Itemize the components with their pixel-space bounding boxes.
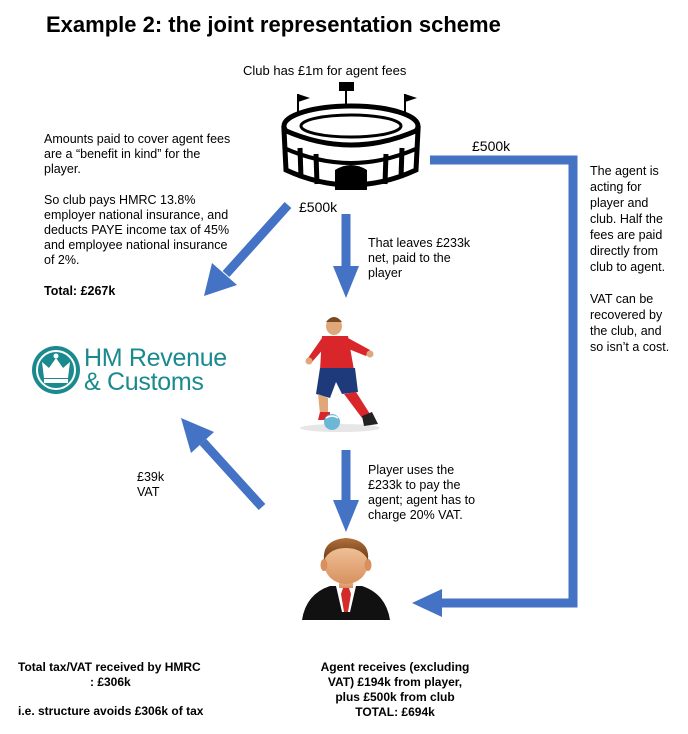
arrow-club-to-hmrc: [204, 201, 292, 296]
left-note-total: Total: £267k: [44, 284, 116, 298]
left-note-line: and employee national insurance: [44, 238, 228, 252]
player-pays-line: charge 20% VAT.: [368, 508, 463, 522]
footballer-icon: [300, 317, 380, 432]
label-500k-to-hmrc: £500k: [299, 199, 338, 215]
agent-summary-line: Agent receives (excluding: [320, 660, 470, 674]
player-pays-line: agent; agent has to: [368, 493, 476, 507]
right-note-line: directly from: [590, 244, 659, 258]
player-pays-line: £233k to pay the: [368, 478, 461, 492]
page-title: Example 2: the joint representation sche…: [46, 12, 501, 37]
right-note-line: so isn’t a cost.: [590, 340, 670, 354]
hmrc-summary-line: i.e. structure avoids £306k of tax: [18, 704, 204, 718]
hmrc-summary: Total tax/VAT received by HMRC : £306k i…: [18, 660, 203, 719]
left-note-line: Amounts paid to cover agent fees: [44, 132, 231, 146]
right-note-line: acting for: [590, 180, 642, 194]
left-note: Amounts paid to cover agent fees are a “…: [44, 132, 230, 299]
vat-line: VAT: [137, 485, 160, 499]
right-note-line: fees are paid: [590, 228, 663, 242]
hmrc-logo: HM Revenue & Customs: [84, 344, 227, 396]
arrow-club-to-agent-direct: [412, 155, 578, 617]
net-line: net, paid to the: [368, 251, 451, 265]
net-line: That leaves £233k: [368, 236, 471, 250]
vat-line: £39k: [137, 470, 165, 484]
hmrc-logo-line: HM Revenue: [84, 344, 227, 372]
right-note-line: the club, and: [590, 324, 662, 338]
hmrc-logo-line: & Customs: [84, 368, 204, 396]
right-note-line: club. Half the: [590, 212, 663, 226]
left-note-line: of 2%.: [44, 253, 80, 267]
crown-icon: [32, 346, 80, 394]
right-note-line: player and: [590, 196, 649, 210]
net-paid-label: That leaves £233k net, paid to the playe…: [368, 236, 470, 281]
label-500k-direct: £500k: [472, 138, 511, 154]
left-note-line: player.: [44, 162, 81, 176]
player-pays-label: Player uses the £233k to pay the agent; …: [368, 463, 475, 523]
agent-summary: Agent receives (excluding VAT) £194k fro…: [300, 660, 490, 720]
net-line: player: [368, 266, 403, 280]
hmrc-summary-line: : £306k: [90, 675, 131, 689]
arrow-club-to-player: [333, 214, 359, 298]
player-pays-line: Player uses the: [368, 463, 455, 477]
stadium-icon: [281, 82, 421, 190]
left-note-line: deducts PAYE income tax of 45%: [44, 223, 230, 237]
agent-icon: [302, 538, 390, 620]
agent-summary-line: plus £500k from club: [335, 690, 455, 704]
club-label: Club has £1m for agent fees: [243, 63, 407, 78]
hmrc-summary-line: Total tax/VAT received by HMRC: [18, 660, 201, 674]
left-note-line: So club pays HMRC 13.8%: [44, 193, 196, 207]
right-note-line: VAT can be: [590, 292, 654, 306]
right-note: The agent is acting for player and club.…: [590, 163, 669, 355]
right-note-line: The agent is: [590, 164, 659, 178]
right-note-line: club to agent.: [590, 260, 666, 274]
vat-label: £39k VAT: [137, 470, 164, 500]
right-note-line: recovered by: [590, 308, 663, 322]
agent-summary-line: TOTAL: £694k: [355, 705, 435, 719]
left-note-line: employer national insurance, and: [44, 208, 229, 222]
left-note-line: are a “benefit in kind” for the: [44, 147, 201, 161]
agent-summary-line: VAT) £194k from player,: [327, 675, 463, 689]
arrow-vat-to-hmrc: [181, 418, 266, 511]
arrow-player-to-agent: [333, 450, 359, 532]
